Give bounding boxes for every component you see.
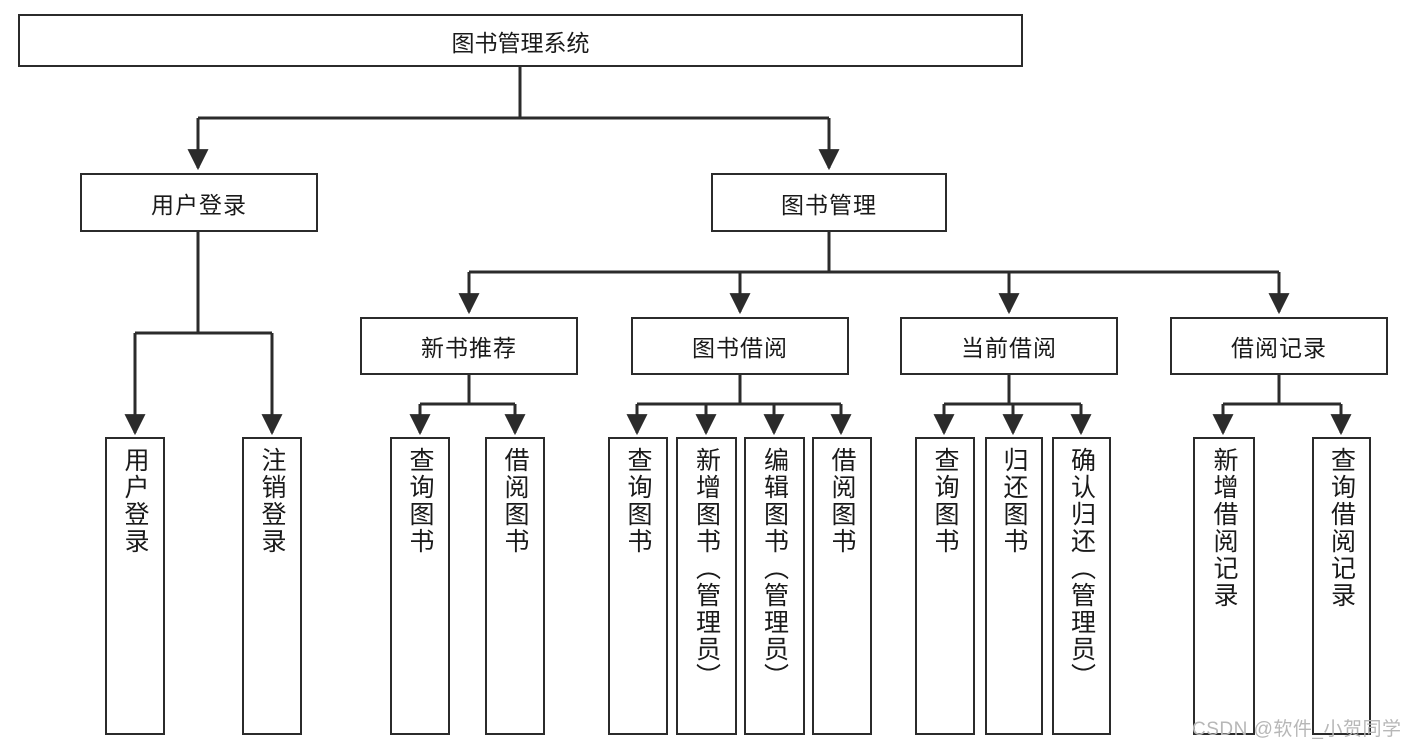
- leaf-label: 借阅图书: [501, 447, 529, 555]
- leaf-label: 编辑图书（管理员）: [760, 447, 789, 690]
- node-borrow-record-label: 借阅记录: [1231, 335, 1327, 361]
- leaf-label: 用户登录: [121, 447, 149, 555]
- node-current-borrow-label: 当前借阅: [961, 335, 1057, 361]
- leaf-query-borrow-record[interactable]: 查询借阅记录: [1312, 437, 1371, 735]
- node-borrow-record[interactable]: 借阅记录: [1170, 317, 1388, 375]
- leaf-add-borrow-record[interactable]: 新增借阅记录: [1193, 437, 1255, 735]
- node-user-login-label: 用户登录: [151, 191, 247, 218]
- leaf-confirm-return-admin[interactable]: 确认归还（管理员）: [1052, 437, 1111, 735]
- leaf-label: 查询图书: [931, 447, 959, 555]
- node-root[interactable]: 图书管理系统: [18, 14, 1023, 67]
- node-new-book-recommend[interactable]: 新书推荐: [360, 317, 578, 375]
- leaf-return-book[interactable]: 归还图书: [985, 437, 1043, 735]
- node-new-book-recommend-label: 新书推荐: [421, 335, 517, 361]
- leaf-add-book-admin[interactable]: 新增图书（管理员）: [676, 437, 737, 735]
- leaf-logout[interactable]: 注销登录: [242, 437, 302, 735]
- node-book-borrow[interactable]: 图书借阅: [631, 317, 849, 375]
- node-user-login[interactable]: 用户登录: [80, 173, 318, 232]
- node-book-management-label: 图书管理: [781, 191, 877, 218]
- leaf-label: 新增借阅记录: [1210, 447, 1238, 609]
- leaf-label: 新增图书（管理员）: [692, 447, 721, 690]
- node-current-borrow[interactable]: 当前借阅: [900, 317, 1118, 375]
- leaf-label: 归还图书: [1000, 447, 1028, 555]
- leaf-edit-book-admin[interactable]: 编辑图书（管理员）: [744, 437, 805, 735]
- node-root-label: 图书管理系统: [451, 29, 590, 56]
- leaf-label: 确认归还（管理员）: [1067, 447, 1096, 690]
- watermark-text: CSDN @软件_小贺同学: [1192, 719, 1402, 740]
- leaf-label: 注销登录: [258, 447, 286, 555]
- leaf-label: 查询图书: [406, 447, 434, 555]
- leaf-user-login[interactable]: 用户登录: [105, 437, 165, 735]
- leaf-label: 借阅图书: [828, 447, 856, 555]
- leaf-query-book-recommend[interactable]: 查询图书: [390, 437, 450, 735]
- leaf-borrow-book-recommend[interactable]: 借阅图书: [485, 437, 545, 735]
- leaf-label: 查询图书: [624, 447, 652, 555]
- node-book-borrow-label: 图书借阅: [692, 335, 788, 361]
- leaf-query-book-current[interactable]: 查询图书: [915, 437, 975, 735]
- leaf-borrow-book[interactable]: 借阅图书: [812, 437, 872, 735]
- leaf-label: 查询借阅记录: [1327, 447, 1356, 609]
- leaf-query-book-borrow[interactable]: 查询图书: [608, 437, 668, 735]
- node-book-management[interactable]: 图书管理: [711, 173, 947, 232]
